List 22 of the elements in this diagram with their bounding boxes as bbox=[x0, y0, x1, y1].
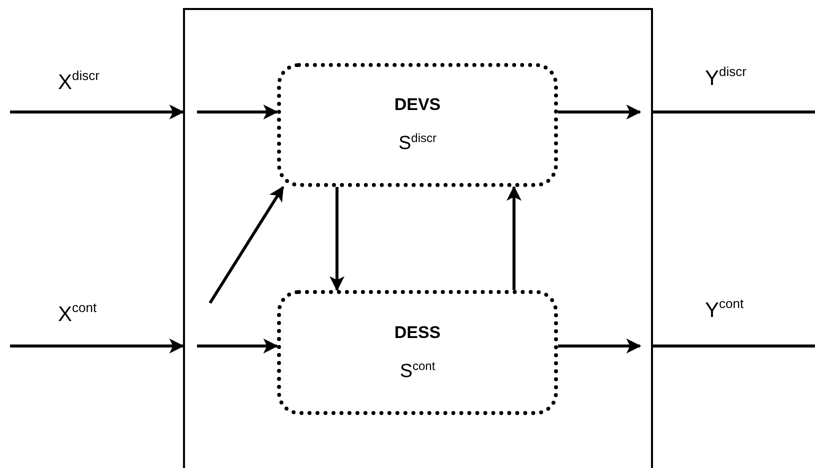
arrow bbox=[10, 104, 184, 120]
edge-label: X$^{cont}$ bbox=[58, 300, 97, 327]
arrow bbox=[197, 338, 278, 354]
edge-label: X$^{discr}$ bbox=[58, 68, 100, 95]
arrow bbox=[208, 186, 284, 304]
model-box bbox=[277, 63, 558, 187]
state-label: S$^{cont}$ bbox=[400, 358, 436, 382]
edge-label: Y$^{discr}$ bbox=[705, 64, 746, 91]
connector-line bbox=[653, 344, 815, 348]
arrow bbox=[197, 104, 278, 120]
model-name: DESS bbox=[394, 322, 441, 342]
arrow bbox=[330, 187, 344, 292]
model-box bbox=[277, 290, 558, 415]
model-name: DEVS bbox=[394, 95, 441, 115]
arrow bbox=[558, 104, 642, 120]
arrow bbox=[506, 186, 522, 290]
edge-label: Y$^{cont}$ bbox=[705, 296, 744, 323]
arrow bbox=[10, 338, 184, 354]
arrow bbox=[558, 338, 642, 354]
system-boundary-box bbox=[183, 8, 653, 468]
connector-line bbox=[653, 110, 815, 114]
state-label: S$^{discr}$ bbox=[398, 131, 437, 155]
